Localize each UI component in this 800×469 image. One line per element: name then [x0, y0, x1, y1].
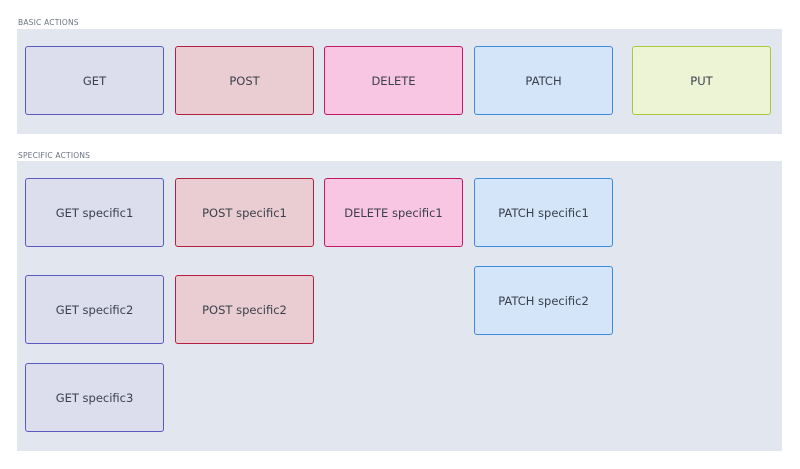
- patch-button[interactable]: PATCH: [474, 46, 613, 115]
- post-button[interactable]: POST: [175, 46, 314, 115]
- patch-specific1-button[interactable]: PATCH specific1: [474, 178, 613, 247]
- get-specific1-button[interactable]: GET specific1: [25, 178, 164, 247]
- post-specific1-button[interactable]: POST specific1: [175, 178, 314, 247]
- patch-specific2-button[interactable]: PATCH specific2: [474, 266, 613, 335]
- put-button[interactable]: PUT: [632, 46, 771, 115]
- delete-button[interactable]: DELETE: [324, 46, 463, 115]
- section-label-basic-actions: BASIC ACTIONS: [18, 18, 79, 27]
- get-button[interactable]: GET: [25, 46, 164, 115]
- get-specific3-button[interactable]: GET specific3: [25, 363, 164, 432]
- get-specific2-button[interactable]: GET specific2: [25, 275, 164, 344]
- delete-specific1-button[interactable]: DELETE specific1: [324, 178, 463, 247]
- basic-actions-panel: GET POST DELETE PATCH PUT: [17, 29, 782, 134]
- post-specific2-button[interactable]: POST specific2: [175, 275, 314, 344]
- section-label-specific-actions: SPECIFIC ACTIONS: [18, 151, 91, 160]
- specific-actions-panel: GET specific1 GET specific2 GET specific…: [17, 161, 782, 451]
